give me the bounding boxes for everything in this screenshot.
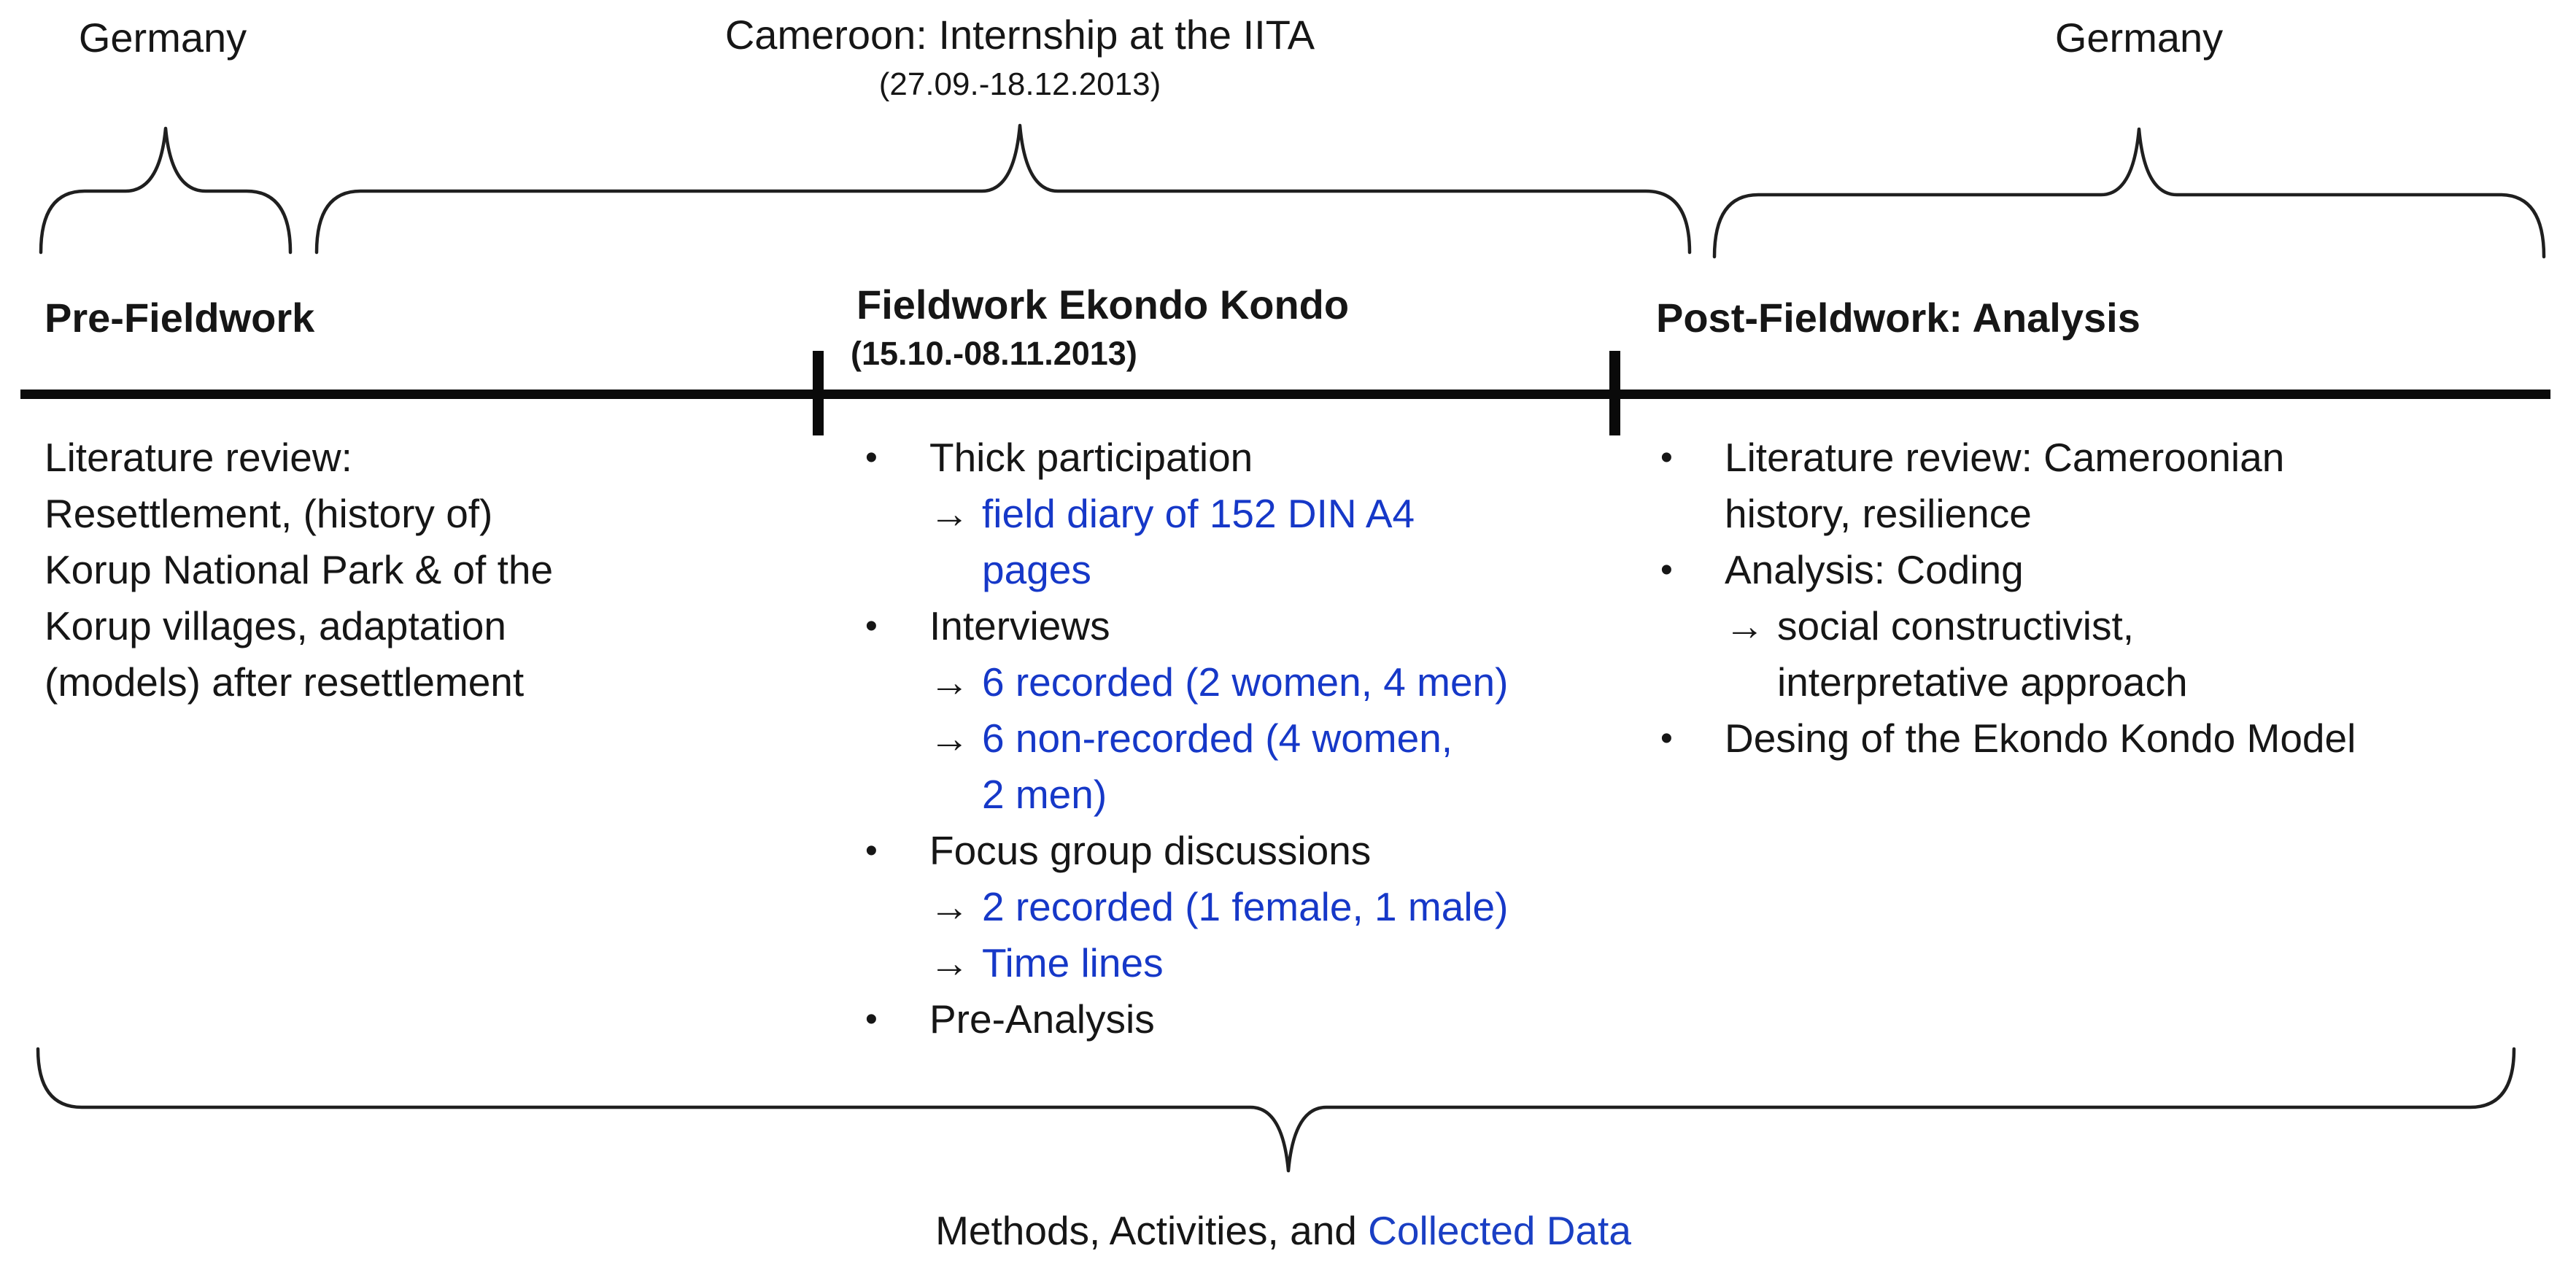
arrow-icon: → <box>929 491 970 536</box>
collected-data-text: 6 recorded (2 women, 4 men) <box>982 659 1509 705</box>
list-item-text: Pre-Analysis <box>929 996 1155 1042</box>
list-item-text: Literature review: Cameroonian history, … <box>1725 435 2285 536</box>
list-item-text: Desing of the Ekondo Kondo Model <box>1725 716 2356 761</box>
underbrace-methods <box>36 1047 2516 1173</box>
list-item: • Focus group discussions <box>865 823 1682 879</box>
list-item-text: Thick participation <box>929 435 1253 480</box>
arrow-icon: → <box>929 716 970 761</box>
overbrace-pre-fieldwork <box>39 126 293 255</box>
list-item-text: Focus group discussions <box>929 828 1372 873</box>
bullet-icon: • <box>865 607 878 646</box>
fieldwork-activity-list: • Thick participation → field diary of 1… <box>865 430 1682 1047</box>
caption-prefix: Methods, Activities, and <box>935 1208 1369 1253</box>
bullet-icon: • <box>1660 551 1673 589</box>
timeline-tick-fieldwork-start <box>813 351 824 435</box>
collected-data-text: Time lines <box>982 940 1164 985</box>
phase-heading-pre-fieldwork: Pre-Fieldwork <box>45 295 315 341</box>
location-label-cameroon: Cameroon: Internship at the IITA <box>724 12 1315 58</box>
arrow-icon: → <box>929 884 970 929</box>
fieldwork-date-range: (15.10.-08.11.2013) <box>851 335 1137 372</box>
list-item: • Pre-Analysis <box>865 991 1682 1047</box>
collected-data-text: 2 recorded (1 female, 1 male) <box>982 884 1509 929</box>
bullet-icon: • <box>1660 438 1673 477</box>
phase-heading-fieldwork: Fieldwork Ekondo Kondo <box>856 282 1350 328</box>
overbrace-post-fieldwork <box>1712 127 2546 259</box>
list-subitem: → 2 recorded (1 female, 1 male) <box>865 879 1682 935</box>
location-label-germany-right: Germany <box>2054 15 2224 61</box>
bullet-icon: • <box>865 438 878 477</box>
list-subitem: → 6 non-recorded (4 women, 2 men) <box>865 710 1682 823</box>
list-item: • Interviews <box>865 598 1682 654</box>
bullet-icon: • <box>865 1000 878 1039</box>
phase-heading-post-fieldwork: Post-Fieldwork: Analysis <box>1656 295 2140 341</box>
list-item: • Thick participation <box>865 430 1682 486</box>
bullet-icon: • <box>1660 719 1673 758</box>
arrow-icon: → <box>1725 603 1765 648</box>
overbrace-fieldwork <box>314 123 1692 255</box>
bullet-icon: • <box>865 832 878 870</box>
arrow-icon: → <box>929 659 970 705</box>
list-item-text: Interviews <box>929 603 1110 648</box>
list-subitem: → 6 recorded (2 women, 4 men) <box>865 654 1682 710</box>
timeline-axis <box>20 390 2550 399</box>
post-fieldwork-activity-list: • Literature review: Cameroonian history… <box>1660 430 2565 767</box>
figure-caption: Methods, Activities, and Collected Data <box>935 1203 1631 1259</box>
list-subitem: → field diary of 152 DIN A4 pages <box>865 486 1682 598</box>
location-label-germany-left: Germany <box>78 15 247 61</box>
caption-highlight: Collected Data <box>1368 1208 1631 1253</box>
list-item: • Analysis: Coding <box>1660 542 2565 598</box>
arrow-icon: → <box>929 940 970 985</box>
cameroon-date-range: (27.09.-18.12.2013) <box>878 66 1161 102</box>
list-item: • Desing of the Ekondo Kondo Model <box>1660 710 2565 767</box>
timeline-tick-fieldwork-end <box>1609 351 1620 435</box>
collected-data-text: field diary of 152 DIN A4 pages <box>982 491 1415 592</box>
pre-fieldwork-description: Literature review: Resettlement, (histor… <box>45 435 554 705</box>
list-subitem: → social constructivist, interpretative … <box>1660 598 2565 710</box>
list-subitem: → Time lines <box>865 935 1682 991</box>
list-item: • Literature review: Cameroonian history… <box>1660 430 2565 542</box>
list-subitem-text: social constructivist, interpretative ap… <box>1777 603 2188 705</box>
collected-data-text: 6 non-recorded (4 women, 2 men) <box>982 716 1453 817</box>
list-item-text: Analysis: Coding <box>1725 547 2024 592</box>
